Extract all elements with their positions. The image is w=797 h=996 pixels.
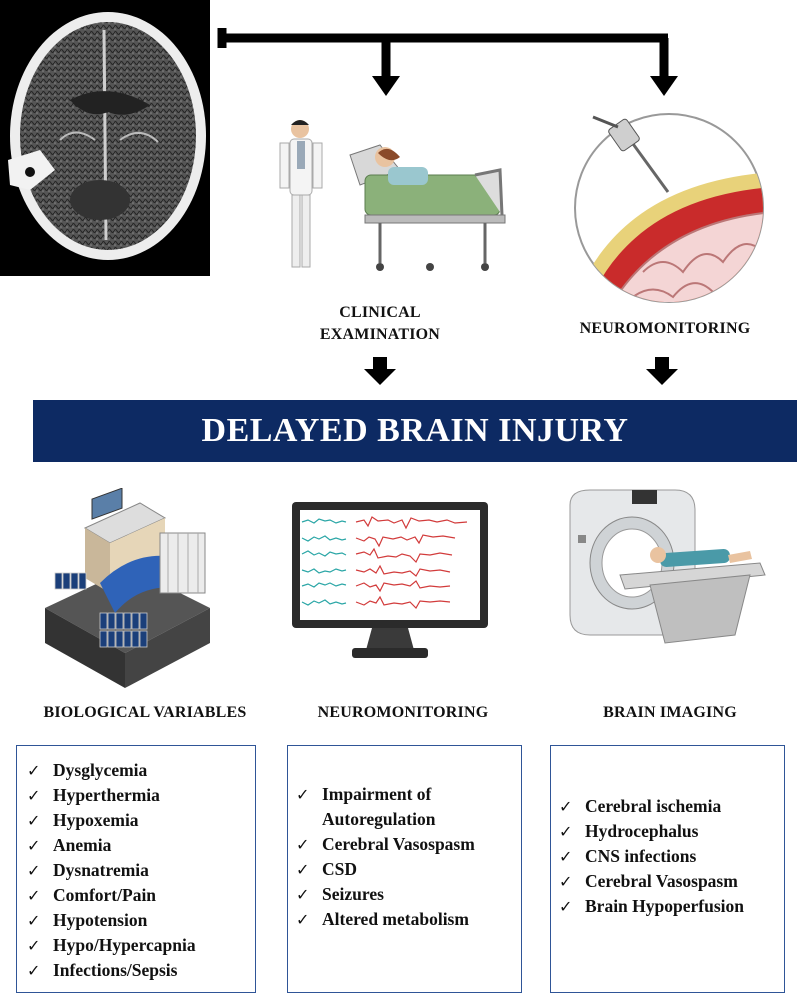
check-icon: ✓ [27,886,41,905]
check-icon: ✓ [559,797,573,816]
list-item: ✓Hyperthermia [27,783,255,808]
small-down-arrows [364,357,678,385]
list-item: ✓Brain Hypoperfusion [559,894,784,919]
list-item: ✓CSD [296,857,521,882]
eeg-monitor-icon [290,500,490,662]
clinical-examination-illustration [270,115,510,280]
list-item: ✓Seizures [296,882,521,907]
list-item: ✓Anemia [27,833,255,858]
list-item: ✓Cerebral Vasospasm [559,869,784,894]
neuromonitoring-probe-illustration [573,112,765,304]
check-icon: ✓ [559,872,573,891]
list-item: ✓Cerebral ischemia [559,794,784,819]
list-item: ✓Cerebral Vasospasm [296,832,521,857]
lab-analyzer-icon [40,487,215,688]
list-item: ✓Dysglycemia [27,758,255,783]
brain-imaging-heading: BRAIN IMAGING [603,704,737,721]
list-item: ✓Hydrocephalus [559,819,784,844]
check-icon: ✓ [559,897,573,916]
check-icon: ✓ [27,811,41,830]
biological-variables-box: ✓Dysglycemia ✓Hyperthermia ✓Hypoxemia ✓A… [16,745,256,993]
brain-ct-scan-image [0,0,210,276]
check-icon: ✓ [559,847,573,866]
clinical-examination-label: CLINICAL EXAMINATION [290,302,470,346]
clinical-label-line1: CLINICAL [339,304,421,321]
check-icon: ✓ [27,761,41,780]
list-item: ✓Comfort/Pain [27,883,255,908]
list-item: ✓Hypo/Hypercapnia [27,933,255,958]
check-icon: ✓ [27,911,41,930]
top-connector-arrows [217,28,678,96]
list-item: ✓Dysnatremia [27,858,255,883]
list-item: ✓Hypoxemia [27,808,255,833]
list-item: ✓Hypotension [27,908,255,933]
check-icon: ✓ [296,885,310,904]
list-item: ✓CNS infections [559,844,784,869]
list-item: ✓Infections/Sepsis [27,958,255,983]
biological-variables-heading: BIOLOGICAL VARIABLES [43,704,247,721]
check-icon: ✓ [296,835,310,854]
check-icon: ✓ [27,786,41,805]
banner-title: DELAYED BRAIN INJURY [201,412,629,449]
delayed-brain-injury-banner: DELAYED BRAIN INJURY [33,400,797,462]
check-icon: ✓ [296,910,310,929]
check-icon: ✓ [296,860,310,879]
check-icon: ✓ [296,785,310,804]
clinical-label-line2: EXAMINATION [319,326,441,343]
neuromonitoring-box: ✓Impairment of Autoregulation ✓Cerebral … [287,745,522,993]
list-item: ✓Impairment of [296,782,521,807]
check-icon: ✓ [559,822,573,841]
neuromonitoring-heading: NEUROMONITORING [317,704,489,721]
neuromonitoring-top-label: NEUROMONITORING [579,320,751,337]
check-icon: ✓ [27,861,41,880]
check-icon: ✓ [27,961,41,980]
ct-scanner-icon [560,485,770,655]
check-icon: ✓ [27,836,41,855]
list-item: Autoregulation [322,809,436,829]
brain-imaging-box: ✓Cerebral ischemia ✓Hydrocephalus ✓CNS i… [550,745,785,993]
check-icon: ✓ [27,936,41,955]
list-item: ✓Altered metabolism [296,907,521,932]
